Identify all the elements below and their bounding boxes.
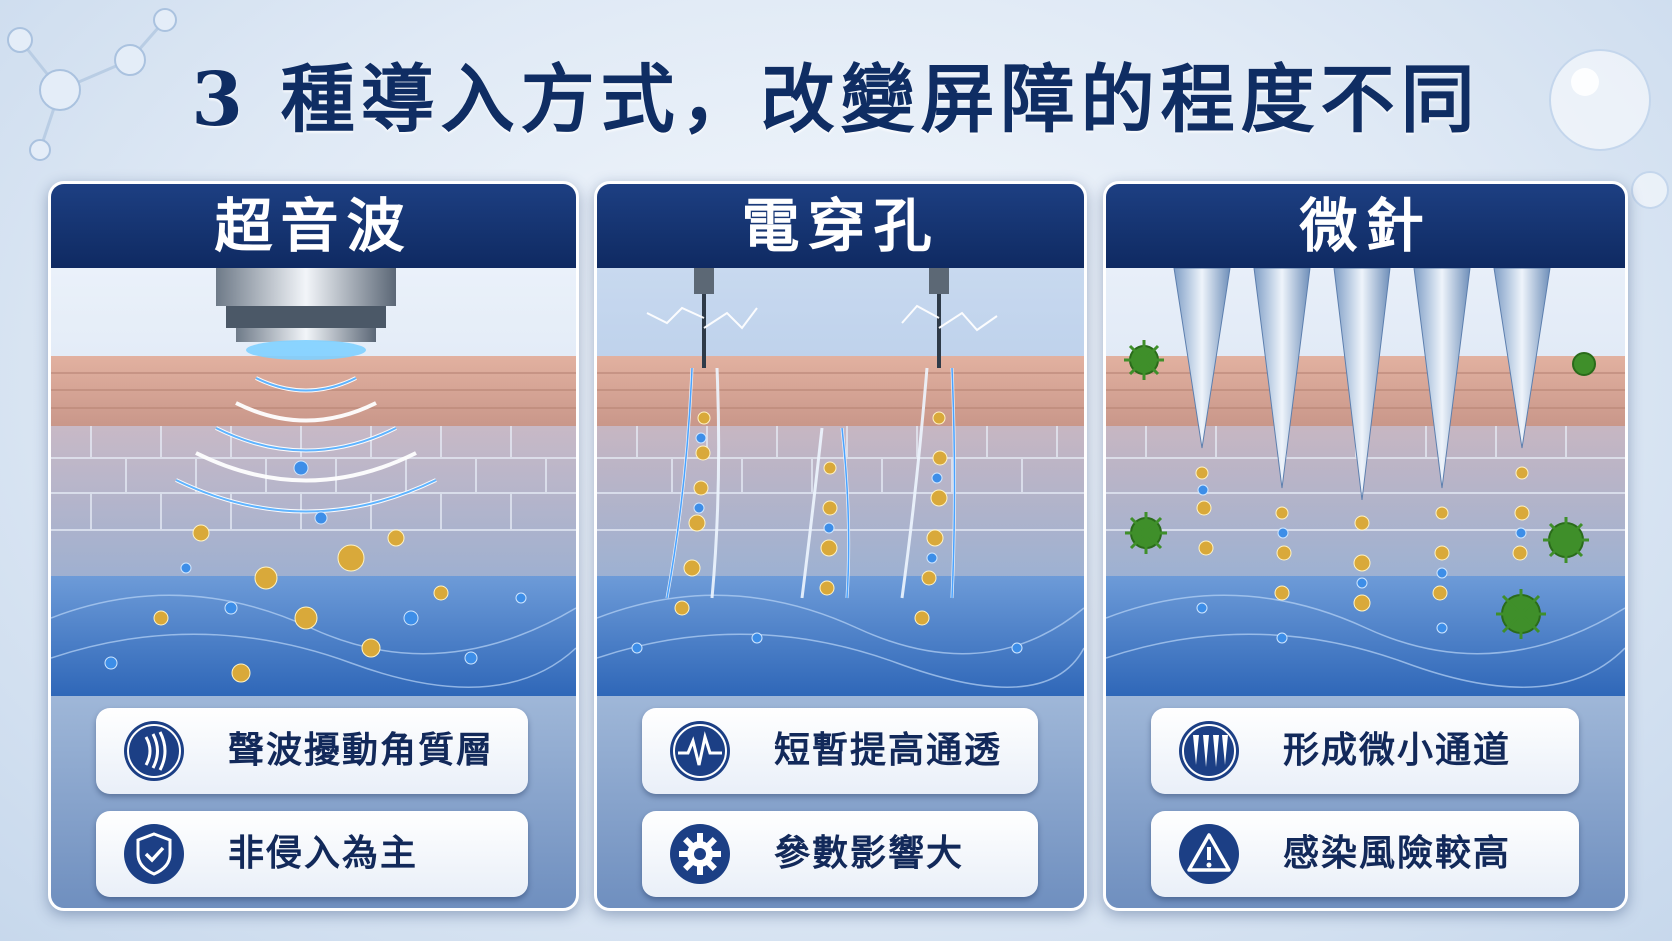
panel-heading: 電穿孔 <box>597 184 1084 268</box>
bubble-decoration-right <box>1549 49 1669 209</box>
feature-label: 聲波擾動角質層 <box>228 730 495 771</box>
page-title: 3 種導入方式，改變屏障的程度不同 <box>191 57 1481 143</box>
panel-heading: 微針 <box>1106 184 1625 268</box>
feature-card: 非侵入為主 <box>96 811 528 897</box>
panel-electroporation: 電穿孔 <box>594 181 1087 911</box>
feature-card: 感染風險較高 <box>1151 811 1579 897</box>
feature-label: 短暫提高通透 <box>774 730 1003 771</box>
feature-card: 短暫提高通透 <box>642 708 1038 794</box>
gear-icon <box>670 824 730 884</box>
warning-icon <box>1179 824 1239 884</box>
shield-check-icon <box>124 824 184 884</box>
needles-icon <box>1179 721 1239 781</box>
feature-card: 形成微小通道 <box>1151 708 1579 794</box>
panel-heading: 超音波 <box>51 184 576 268</box>
info-area: 形成微小通道 感染風險較高 <box>1106 696 1625 908</box>
molecule-decoration-left <box>7 8 177 161</box>
panel-microneedle: 微針 <box>1103 181 1628 911</box>
microneedle-skin-illustration <box>1106 268 1625 696</box>
feature-label: 感染風險較高 <box>1283 833 1512 874</box>
panel-ultrasound: 超音波 <box>48 181 579 911</box>
feature-label: 形成微小通道 <box>1283 730 1512 771</box>
pulse-wave-icon <box>670 721 730 781</box>
electroporation-skin-illustration <box>597 268 1084 696</box>
feature-card: 參數影響大 <box>642 811 1038 897</box>
feature-card: 聲波擾動角質層 <box>96 708 528 794</box>
feature-label: 非侵入為主 <box>228 833 419 874</box>
info-area: 聲波擾動角質層 非侵入為主 <box>51 696 576 908</box>
ultrasound-skin-illustration <box>51 268 576 696</box>
feature-label: 參數影響大 <box>774 833 965 874</box>
info-area: 短暫提高通透 參數影響大 <box>597 696 1084 908</box>
sound-wave-icon <box>124 721 184 781</box>
